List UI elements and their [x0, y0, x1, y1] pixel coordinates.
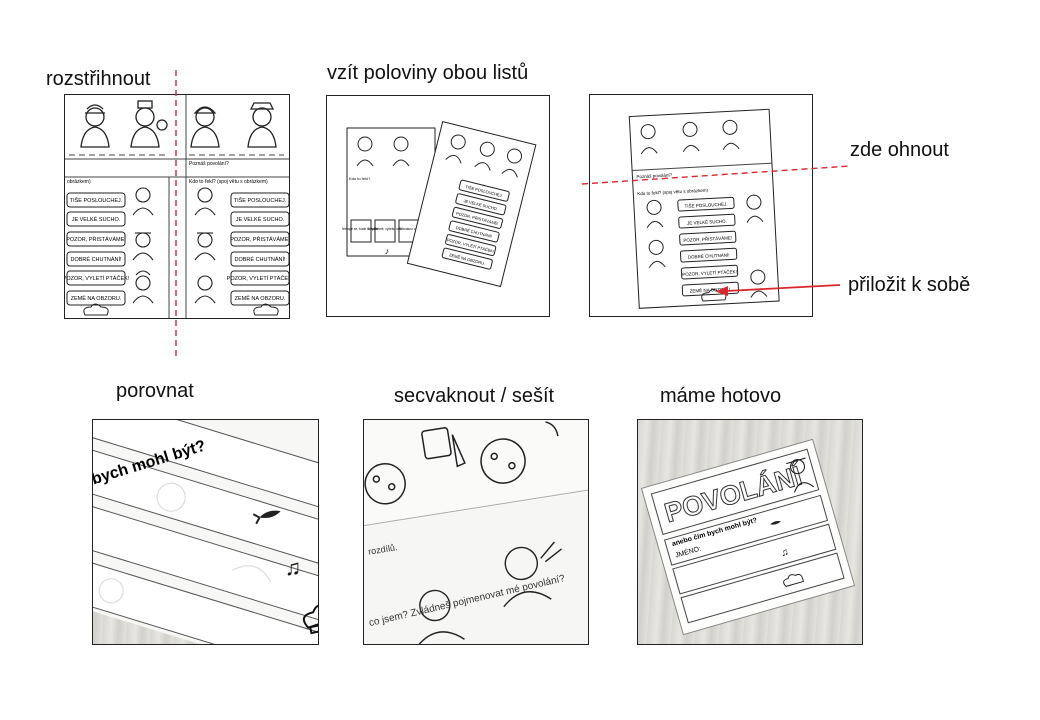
panel-take-halves: Kdo to řekl? Nebojte se, bude to rychlé.…	[326, 95, 550, 317]
photo-staple: rozdílů. co jsem? Zvládneš pojmenovat mé…	[363, 419, 589, 645]
cover-chef-hat-icon	[783, 573, 804, 587]
halves-illustration: Kdo to řekl? Nebojte se, bude to rychlé.…	[342, 121, 537, 288]
cut-worksheet-illustration: Poznáš povolání? Kdo to řekl? (spoj větu…	[65, 95, 290, 318]
right-phrase-4: DOBRÉ CHUTNÁNÍ!	[234, 256, 286, 263]
photo-compare: bych mohl být? ♫	[92, 419, 319, 645]
rocket-icon	[252, 510, 281, 525]
caption-staple: secvaknout / sešít	[394, 385, 555, 407]
right-phrase-boxes	[230, 192, 289, 306]
left-phrase-boxes	[66, 192, 126, 306]
half-small-question: Kdo to řekl?	[349, 176, 371, 181]
cover-pilot-icon	[786, 457, 815, 493]
left-column-faces	[132, 187, 154, 304]
left-phrase-4: DOBRÉ CHUTNÁNÍ!	[70, 256, 122, 263]
fold-who-says: Kdo to řekl? (spoj větu s obrázkem)	[637, 188, 708, 197]
fold-phrase-5: POZOR, VYLETÍ PTÁČEK!	[682, 268, 737, 277]
ws-heading-question: Poznáš povolání?	[189, 161, 229, 167]
ws-who-says: Kdo to řekl? (spoj větu s obrázkem)	[189, 179, 268, 185]
left-phrase-1: TIŠE POSLOUCHEJ.	[70, 197, 123, 204]
fold-phrase-4: DOBRÉ CHUTNÁNÍ!	[688, 252, 730, 260]
photo-done: POVOLÁNÍ anebo čím bych mohl být? JMÉNO:…	[637, 419, 863, 645]
right-phrase-6: ZEMĚ NA OBZORU.	[235, 294, 286, 302]
cut-line	[175, 70, 177, 360]
staple-photo-content: rozdílů. co jsem? Zvládneš pojmenovat mé…	[364, 420, 588, 644]
music-note-icon: ♫	[285, 555, 302, 580]
left-phrase-5: POZOR, VYLETÍ PTÁČEK!	[65, 275, 130, 282]
fold-phrase-3: POZOR, PŘISTÁVÁME!	[683, 233, 732, 243]
put-together-arrow	[716, 284, 841, 296]
compare-photo-content: bych mohl být? ♫	[93, 420, 318, 644]
half-note-3: Odcvaknu vás!	[398, 227, 419, 231]
note-music-icon: ♪	[385, 246, 390, 256]
panel-fold-here: Poznáš povolání? Kdo to řekl? (spoj větu…	[589, 94, 813, 317]
right-phrase-1: TIŠE POSLOUCHEJ.	[234, 197, 287, 204]
caption-compare: porovnat	[116, 380, 194, 402]
caption-put-together: přiložit k sobě	[848, 274, 971, 296]
cover-note-icon: ♫	[780, 547, 790, 560]
left-phrase-3: POZOR, PŘISTÁVÁME!	[66, 235, 126, 243]
fold-phrase-2: JE VELKÉ SUCHO.	[687, 218, 727, 226]
panel-cut-worksheet: Poznáš povolání? Kdo to řekl? (spoj větu…	[64, 94, 290, 319]
chef-hat-photo-icon	[302, 604, 318, 635]
caption-take-halves: vzít poloviny obou listů	[327, 62, 529, 84]
figure-tourist-icon	[80, 104, 110, 148]
left-phrase-2: JE VELKÉ SUCHO.	[72, 216, 121, 223]
right-phrase-2: JE VELKÉ SUCHO.	[236, 216, 285, 223]
caption-done: máme hotovo	[660, 385, 782, 407]
figure-builder-icon	[190, 106, 220, 148]
half-note-2: Nechte mě, vyčešu vás!	[368, 227, 402, 231]
fold-phrase-6: ZEMĚ NA OBZORU.	[690, 284, 732, 293]
staple-line-1: rozdílů.	[367, 542, 398, 556]
fold-heading-question: Poznáš povolání?	[636, 172, 672, 179]
chef-hat-icon	[83, 303, 279, 316]
cover-rocket-icon	[770, 521, 781, 525]
ws-left-cut-text: obrázkem)	[67, 179, 91, 185]
half-sheet-front: TIŠE POSLOUCHEJ. JE VELKÉ SUCHO. POZOR, …	[406, 121, 537, 288]
fold-illustration: Poznáš povolání? Kdo to řekl? (spoj větu…	[628, 108, 780, 309]
right-phrase-5: POZOR, VYLETÍ PTÁČEK!	[227, 275, 290, 282]
done-photo-content: POVOLÁNÍ anebo čím bych mohl být? JMÉNO:…	[640, 438, 856, 636]
fold-line	[582, 165, 851, 185]
left-phrase-6: ZEMĚ NA OBZORU.	[71, 294, 122, 302]
caption-fold-here: zde ohnout	[850, 139, 949, 161]
figure-pilot-icon	[247, 102, 277, 148]
figure-clown-icon	[130, 100, 168, 148]
right-phrase-3: POZOR, PŘISTÁVÁME!	[230, 235, 290, 243]
half-note-1: Nebojte se, bude to rychlé.	[342, 227, 380, 231]
right-column-faces	[194, 187, 216, 304]
fold-phrase-1: TIŠE POSLOUCHEJ.	[684, 201, 727, 209]
caption-cut: rozstřihnout	[46, 68, 151, 90]
